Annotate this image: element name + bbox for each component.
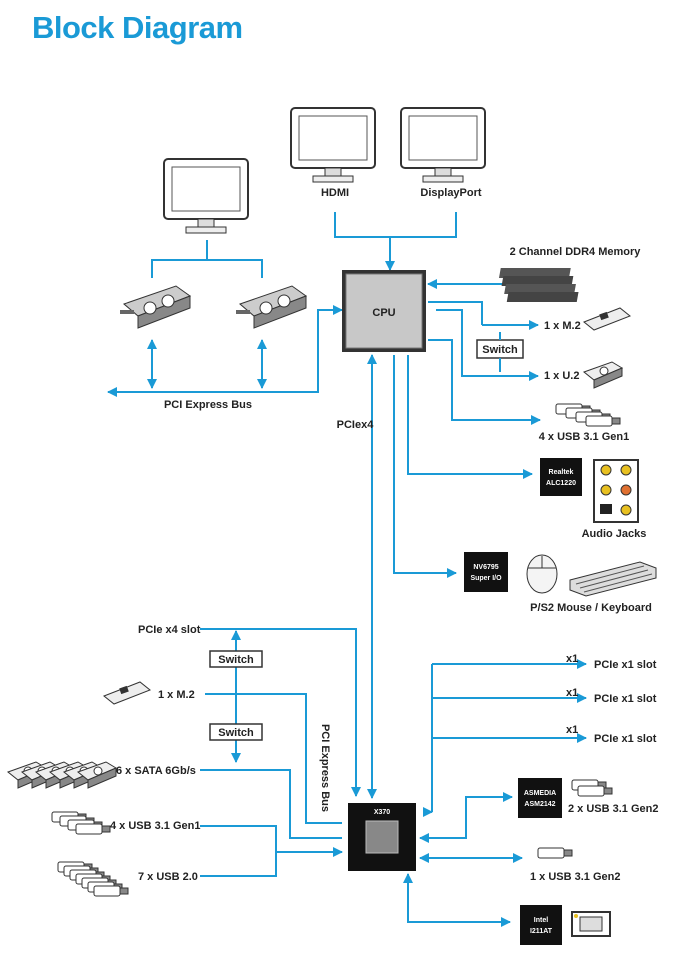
pcie-x1-slot-label: PCIe x1 slot	[594, 733, 657, 745]
keyboard-icon	[569, 561, 657, 597]
cpu-chip: CPU	[342, 270, 426, 352]
asmedia-model: ASM2142	[524, 801, 555, 808]
audio-jack-icon	[593, 459, 639, 523]
pciex4-label: PCIex4	[337, 419, 375, 431]
ethernet-port-icon	[571, 911, 611, 937]
m2-cpu-label: 1 x M.2	[544, 320, 581, 332]
realtek-label: Realtek	[549, 469, 574, 476]
usb-group-line	[200, 825, 277, 877]
gpu-connector	[151, 259, 263, 278]
usb-stick-icon	[537, 847, 573, 859]
intel-lan-chip: Intel I211AT	[520, 905, 562, 945]
m2-chipset-label: 1 x M.2	[158, 689, 195, 701]
x1-label: x1	[566, 653, 578, 665]
u2-arrow	[436, 309, 539, 381]
ps2-label: P/S2 Mouse / Keyboard	[530, 602, 652, 614]
memory-icon	[498, 268, 579, 302]
asmedia-arrow	[419, 792, 513, 843]
hdmi-label: HDMI	[321, 187, 349, 199]
asmedia-chip: ASMEDIA ASM2142	[518, 778, 562, 818]
pcie-x4-slot-label: PCIe x4 slot	[138, 624, 201, 636]
asmedia-label: ASMEDIA	[524, 790, 556, 797]
usb-stick-icon	[555, 403, 621, 427]
m2-ssd-icon	[583, 307, 631, 331]
audio-jacks-label: Audio Jacks	[582, 528, 647, 540]
mouse-icon	[526, 554, 558, 594]
page-title: Block Diagram	[32, 10, 243, 45]
displayport-label: DisplayPort	[420, 187, 481, 199]
usb31-cpu-arrow	[428, 339, 541, 425]
usb-stick-icon	[57, 861, 129, 897]
x1-label: x1	[566, 687, 578, 699]
pci-express-bus-label: PCI Express Bus	[164, 399, 252, 411]
usb31-chipset-label: 4 x USB 3.1 Gen1	[110, 820, 201, 832]
switch-label: Switch	[218, 727, 254, 739]
display-connector	[334, 212, 457, 238]
x370-label: X370	[374, 809, 390, 816]
pcie-x4-slot-line	[200, 628, 361, 797]
hard-drive-icon	[583, 361, 623, 389]
monitor-icon	[400, 107, 486, 183]
switch-label: Switch	[482, 344, 518, 356]
super-io-arrow	[393, 355, 457, 578]
cpu-label: CPU	[372, 307, 395, 319]
switch-label: Switch	[218, 654, 254, 666]
hard-drive-icon	[7, 761, 117, 789]
super-io-chip: NV6795 Super I/O	[464, 552, 508, 592]
m2-chipset-line	[205, 693, 342, 824]
usb20-label: 7 x USB 2.0	[138, 871, 198, 883]
usb31-gen2-2-label: 2 x USB 3.1 Gen2	[568, 803, 659, 815]
pci-express-bus-vertical-label: PCI Express Bus	[319, 724, 331, 812]
sata-line	[200, 769, 342, 839]
pcie-x1-slot-label: PCIe x1 slot	[594, 693, 657, 705]
x1-label: x1	[566, 724, 578, 736]
monitor-icon	[163, 158, 249, 234]
m2-switch-line	[428, 301, 483, 325]
intel-label: Intel	[534, 917, 548, 924]
realtek-model: ALC1220	[546, 480, 576, 487]
audio-arrow	[407, 355, 533, 479]
sata-label: 6 x SATA 6Gb/s	[116, 765, 196, 777]
m2-ssd-icon	[103, 681, 151, 705]
super-io-model: NV6795	[473, 564, 498, 571]
switch-box	[209, 723, 263, 741]
realtek-chip: Realtek ALC1220	[540, 458, 582, 496]
intel-model: I211AT	[530, 928, 553, 935]
monitor-icon	[290, 107, 376, 183]
pci-express-bus-arrow	[107, 305, 343, 397]
usb-stick-icon	[571, 779, 613, 797]
lan-arrow	[403, 873, 511, 927]
usb31-cpu-label: 4 x USB 3.1 Gen1	[539, 431, 630, 443]
u2-label: 1 x U.2	[544, 370, 579, 382]
super-io-label: Super I/O	[470, 575, 502, 582]
switch-box	[209, 650, 263, 668]
graphics-card-icon	[235, 285, 307, 329]
pcie-x1-slot-label: PCIe x1 slot	[594, 659, 657, 671]
usb31-gen2-1-label: 1 x USB 3.1 Gen2	[530, 871, 621, 883]
x370-chip: X370	[348, 803, 416, 871]
ddr4-label: 2 Channel DDR4 Memory	[510, 246, 642, 258]
graphics-card-icon	[119, 285, 191, 329]
usb-stick-icon	[51, 811, 111, 835]
